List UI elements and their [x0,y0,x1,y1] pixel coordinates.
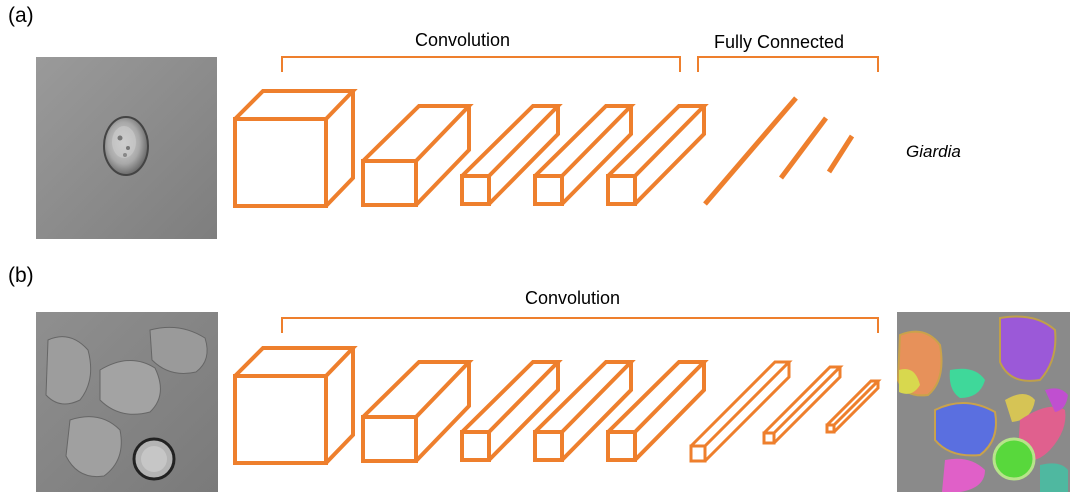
fully-connected-label: Fully Connected [714,32,845,52]
conv-layer-a-1 [233,89,358,208]
convolution-label-b: Convolution [525,288,621,308]
conv-layer-a-2 [361,104,474,207]
fc-layer-1 [703,96,798,206]
conv-layer-a-4 [533,104,636,206]
conv-layer-b-3 [460,360,563,462]
panel-b-label: (b) [8,264,34,287]
conv-layer-b-7 [762,365,844,445]
conv-layer-b-2 [361,360,474,463]
convolution-bracket-a [281,56,681,72]
conv-layer-b-5 [606,360,709,462]
convolution-bracket-b [281,317,879,333]
conv-layer-b-1 [233,346,358,465]
convolution-label-a: Convolution [415,30,511,50]
panel-a-label: (a) [8,4,34,27]
conv-layer-b-6 [689,360,793,463]
input-image-a [36,57,217,239]
conv-layer-b-8 [825,379,882,434]
fully-connected-bracket [697,56,879,72]
fc-layer-2 [779,116,828,180]
input-image-b [36,312,218,492]
output-class-label: Giardia [906,142,961,161]
conv-layer-a-5 [606,104,709,206]
fc-layer-3 [826,134,855,174]
conv-layer-a-3 [460,104,563,206]
conv-layer-b-4 [533,360,636,462]
output-segmentation-image [896,312,1070,492]
